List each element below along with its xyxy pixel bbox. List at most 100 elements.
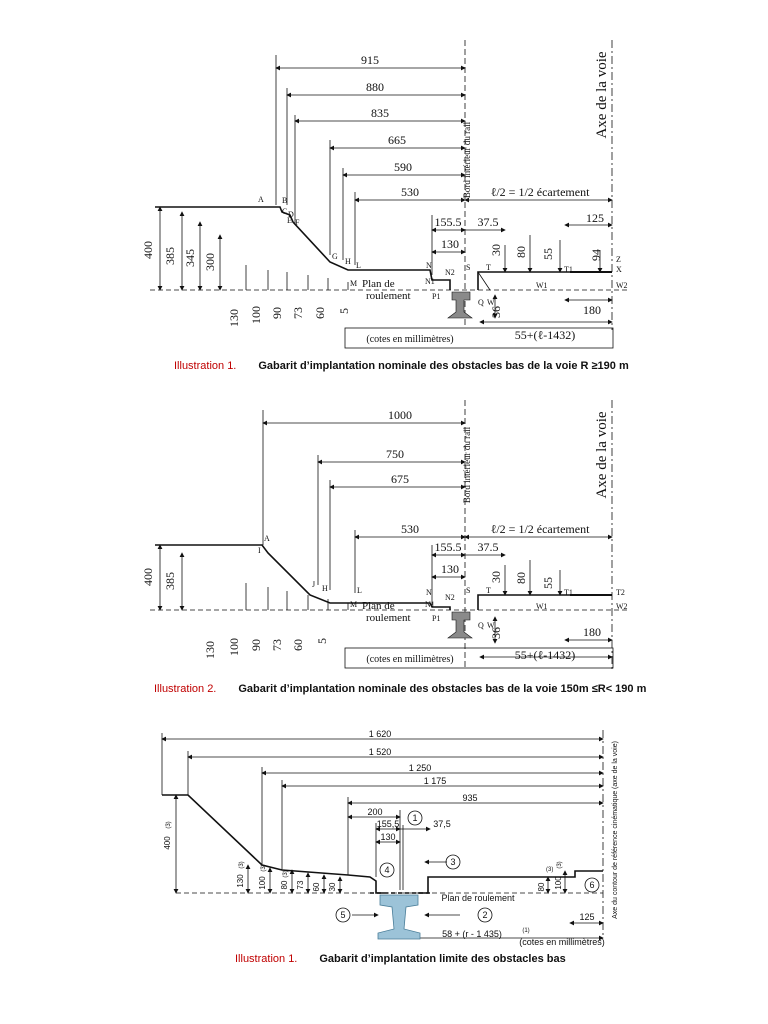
units-note-3: (cotes en millimètres) (519, 937, 605, 947)
v-80-2: 80 (514, 572, 528, 584)
marker-6: 6 (589, 880, 594, 890)
svg-text:W2: W2 (616, 281, 628, 290)
dim-750: 750 (386, 447, 404, 461)
svg-text:F: F (295, 218, 300, 227)
h-300: 300 (203, 253, 217, 271)
svg-text:Z: Z (616, 255, 621, 264)
plan-label-3: Plan de roulement (441, 893, 515, 903)
dim-665: 665 (388, 133, 406, 147)
h-400-3-note: (3) (166, 821, 172, 828)
axis-label-2: Axe de la voie (594, 411, 610, 498)
caption-3: Illustration 1.Gabarit d’implantation li… (235, 953, 566, 965)
dim-180: 180 (583, 303, 601, 317)
marker-1: 1 (412, 813, 417, 823)
svg-text:E: E (287, 216, 292, 225)
svg-text:C: C (282, 207, 287, 216)
rail-edge-label-2: Bord intérieur du rail (462, 426, 472, 503)
dim-915: 915 (361, 53, 379, 67)
svg-text:W: W (487, 621, 495, 630)
svg-text:J: J (312, 580, 315, 589)
plan-label-2: roulement (366, 290, 411, 302)
formula-3-note: (1) (522, 928, 529, 934)
marker-4: 4 (384, 865, 389, 875)
svg-text:Q: Q (478, 621, 484, 630)
dim-200: 200 (367, 807, 382, 817)
dim-180-2: 180 (583, 625, 601, 639)
h-130-3-note: (3) (239, 861, 245, 868)
caption-1-number: Illustration 1. (174, 360, 237, 372)
dim-1520: 1 520 (369, 747, 392, 757)
svg-text:T: T (486, 586, 491, 595)
h-100-3: 100 (258, 876, 267, 890)
svg-text:N2: N2 (445, 268, 455, 277)
marker-3: 3 (450, 857, 455, 867)
b-100: 100 (249, 306, 263, 324)
b-100-2: 100 (227, 638, 241, 656)
svg-text:N: N (426, 588, 432, 597)
v-30: 30 (489, 244, 503, 256)
formula-3: 58 + (r - 1 435) (442, 929, 502, 939)
svg-text:A: A (258, 195, 264, 204)
dim-835: 835 (371, 106, 389, 120)
h-100-right-3: 100 (554, 876, 563, 890)
caption-1-text: Gabarit d’implantation nominale des obst… (258, 360, 629, 372)
b-90-2: 90 (249, 639, 263, 651)
svg-text:N2: N2 (445, 593, 455, 602)
dim-37-5-3: 37,5 (433, 819, 451, 829)
svg-text:N: N (426, 261, 432, 270)
b-73: 73 (291, 307, 305, 319)
v-80: 80 (514, 246, 528, 258)
h-345: 345 (183, 249, 197, 267)
dim-125: 125 (586, 211, 604, 225)
svg-text:L: L (356, 261, 361, 270)
rail-edge-label: Bord intérieur du rail (462, 121, 472, 198)
dim-155-5-2: 155.5 (435, 540, 462, 554)
dim-130-2: 130 (441, 562, 459, 576)
h-400-2: 400 (141, 568, 155, 586)
dim-935: 935 (462, 793, 477, 803)
rail-icon (447, 291, 473, 319)
caption-2-number: Illustration 2. (154, 683, 217, 695)
svg-text:N1: N1 (425, 600, 435, 609)
h-400: 400 (141, 241, 155, 259)
h-80-right-3-note: (3) (546, 867, 553, 873)
v-55-2: 55 (541, 577, 555, 589)
units-note: (cotes en millimètres) (366, 334, 453, 345)
axis-label-3: Axe du contour de référence cinématique … (612, 741, 619, 919)
svg-text:X: X (616, 265, 622, 274)
svg-text:W: W (487, 298, 495, 307)
dim-37-5-2: 37.5 (478, 540, 499, 554)
caption-2: Illustration 2.Gabarit d’implantation no… (154, 683, 646, 695)
b-5-2: 5 (315, 638, 329, 644)
h-385: 385 (163, 247, 177, 265)
plan-label-2b: roulement (366, 612, 411, 624)
h-80-right-3: 80 (537, 882, 546, 891)
caption-1: Illustration 1. Gabarit d’implantation no… (174, 360, 629, 372)
caption-3-text: Gabarit d’implantation limite des obstac… (319, 953, 566, 965)
svg-text:W1: W1 (536, 281, 548, 290)
b-73-2: 73 (270, 639, 284, 651)
marker-2: 2 (482, 910, 487, 920)
marker-5: 5 (340, 910, 345, 920)
figure-2-diagram: 1000 750 675 530 ℓ/2 = 1/2 écartement 15… (141, 400, 630, 670)
dim-880: 880 (366, 80, 384, 94)
h-30-3: 30 (328, 882, 337, 891)
dim-37-5: 37.5 (478, 215, 499, 229)
b-60-2: 60 (291, 639, 305, 651)
svg-text:P1: P1 (432, 614, 440, 623)
svg-text:I: I (258, 546, 261, 555)
h-80-3-note: (3) (283, 870, 289, 877)
svg-text:S: S (466, 263, 470, 272)
dim-530: 530 (401, 185, 419, 199)
dim-590: 590 (394, 160, 412, 174)
h-130-3: 130 (236, 874, 245, 888)
formula: 55+(ℓ-1432) (515, 328, 576, 342)
b-5: 5 (337, 308, 351, 314)
dim-675: 675 (391, 472, 409, 486)
svg-text:N1: N1 (425, 277, 435, 286)
h-73-3: 73 (296, 880, 305, 889)
svg-text:T1: T1 (564, 588, 573, 597)
h-60-3: 60 (312, 882, 321, 891)
dim-1000: 1000 (388, 408, 412, 422)
h-80-3: 80 (280, 880, 289, 889)
